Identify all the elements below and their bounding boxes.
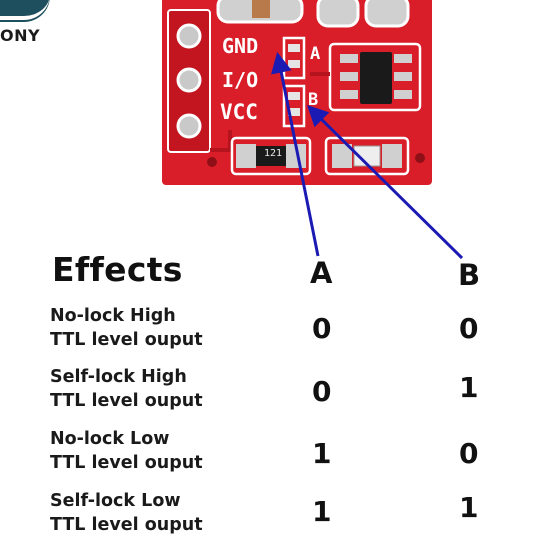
jumper-b [282, 84, 306, 128]
table-title: Effects [52, 250, 183, 289]
row-label: Self-lock Low TTL level ouput [50, 489, 203, 537]
pin-gnd [176, 23, 202, 49]
row-label-line1: Self-lock High [50, 367, 187, 387]
pad-top-left [216, 0, 304, 24]
brand-logo: ONY [0, 0, 60, 60]
pcb-body [162, 0, 432, 185]
pad-top-mid [316, 0, 360, 28]
silk-vcc: VCC [220, 100, 258, 124]
column-header-b: B [458, 258, 481, 292]
jumper-a [282, 36, 306, 80]
pad-top-right [364, 0, 410, 28]
mount-hole-left [207, 157, 217, 167]
value-a: 0 [312, 312, 332, 345]
ic-chip [360, 52, 392, 104]
column-header-a: A [310, 256, 333, 290]
silk-resistor-code: 121 [264, 148, 283, 159]
value-a: 0 [312, 375, 332, 408]
arrow-a [270, 51, 320, 257]
value-b: 1 [459, 491, 479, 524]
row-label-line2: TTL level ouput [50, 391, 203, 411]
value-a: 1 [312, 437, 332, 470]
row-label-line1: No-lock High [50, 306, 176, 326]
table-row: No-lock Low TTL level ouput 1 0 [0, 427, 540, 487]
brand-mark [0, 0, 50, 20]
capacitor [252, 0, 270, 18]
row-label: No-lock Low TTL level ouput [50, 427, 203, 475]
row-label-line2: TTL level ouput [50, 330, 203, 350]
pin-vcc [176, 113, 202, 139]
row-label-line2: TTL level ouput [50, 515, 203, 535]
value-b: 0 [459, 437, 479, 470]
brand-text: ONY [0, 26, 41, 45]
row-label-line1: No-lock Low [50, 429, 170, 449]
row-label-line2: TTL level ouput [50, 453, 203, 473]
silk-b: B [308, 90, 319, 110]
silk-gnd: GND [222, 34, 259, 58]
ic-outline [328, 42, 422, 112]
table-row: Self-lock High TTL level ouput 0 1 [0, 365, 540, 425]
row-label: No-lock High TTL level ouput [50, 304, 203, 352]
led [353, 145, 381, 167]
table-row: No-lock High TTL level ouput 0 0 [0, 304, 540, 364]
value-a: 1 [312, 495, 332, 528]
row-label-line1: Self-lock Low [50, 491, 181, 511]
silk-a: A [310, 44, 321, 64]
mount-hole-right [415, 153, 425, 163]
pin-header [167, 9, 211, 153]
pin-io [176, 67, 202, 93]
value-b: 1 [459, 371, 479, 404]
arrow-b [307, 105, 464, 260]
value-b: 0 [459, 312, 479, 345]
row-label: Self-lock High TTL level ouput [50, 365, 203, 413]
silk-io: I/O [222, 68, 259, 92]
table-row: Self-lock Low TTL level ouput 1 1 [0, 489, 540, 549]
led-outline [324, 136, 410, 176]
